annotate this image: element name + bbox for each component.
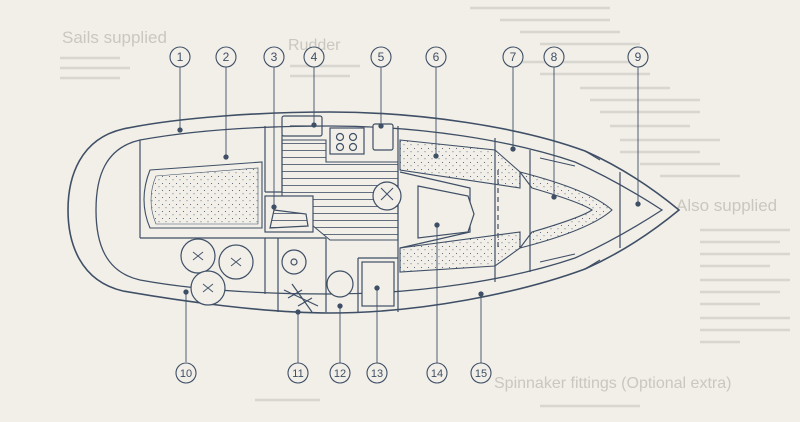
callout-13-label: 13 xyxy=(371,368,383,380)
forward-v-berth xyxy=(518,171,613,249)
callout-1-label: 1 xyxy=(177,50,184,64)
toilet xyxy=(326,270,354,298)
callout-9-label: 9 xyxy=(635,50,642,64)
saloon-table xyxy=(372,181,475,239)
callout-4: 4 xyxy=(303,46,325,68)
callout-8: 8 xyxy=(543,46,565,68)
callout-8-label: 8 xyxy=(551,50,558,64)
callout-11: 11 xyxy=(287,362,309,384)
leader-lines xyxy=(177,67,641,363)
callout-2: 2 xyxy=(215,46,237,68)
aft-berth-cushion xyxy=(150,167,259,225)
companionway-hatch xyxy=(281,115,323,137)
callouts: 1 2 3 4 5 6 7 8 xyxy=(169,46,649,384)
callout-3-label: 3 xyxy=(271,50,278,64)
berths xyxy=(143,139,613,273)
callout-10-label: 10 xyxy=(180,368,192,380)
callout-4-label: 4 xyxy=(311,50,318,64)
saloon-settee-upper xyxy=(399,139,521,189)
cooker xyxy=(329,127,365,155)
callout-12: 12 xyxy=(329,362,351,384)
callout-13: 13 xyxy=(366,362,388,384)
callout-7: 7 xyxy=(502,46,524,68)
callout-9: 9 xyxy=(627,46,649,68)
ghost-heading-rudder: Rudder xyxy=(288,37,341,54)
ghost-heading-sails: Sails supplied xyxy=(62,28,167,47)
chart-locker xyxy=(361,261,395,307)
callout-10: 10 xyxy=(175,362,197,384)
callout-14-label: 14 xyxy=(431,368,443,380)
callout-11-label: 11 xyxy=(292,368,303,380)
galley xyxy=(281,115,394,155)
callout-5: 5 xyxy=(370,46,392,68)
callout-5-label: 5 xyxy=(378,50,385,64)
callout-12-label: 12 xyxy=(334,368,346,380)
bow-detail xyxy=(539,150,601,270)
callout-2-label: 2 xyxy=(223,50,230,64)
aft-locker xyxy=(180,238,254,306)
ghost-heading-spinnaker: Spinnaker fittings (Optional extra) xyxy=(494,375,731,392)
callout-1: 1 xyxy=(169,46,191,68)
callout-15-label: 15 xyxy=(475,368,487,380)
washbasin xyxy=(281,249,307,275)
saloon-settee-lower xyxy=(399,231,521,273)
galley-sink xyxy=(372,123,394,151)
background-print: Sails supplied Rudder Also supplied Spin… xyxy=(60,6,790,408)
heads xyxy=(264,195,395,313)
ghost-heading-also: Also supplied xyxy=(676,196,777,215)
callout-7-label: 7 xyxy=(510,50,517,64)
deck-inner-line xyxy=(95,125,664,295)
fuel-valves xyxy=(283,283,319,313)
callout-15: 15 xyxy=(470,362,492,384)
callout-14: 14 xyxy=(426,362,448,384)
callout-6: 6 xyxy=(425,46,447,68)
callout-6-label: 6 xyxy=(433,50,440,64)
aft-quarter-berth xyxy=(143,161,263,229)
callout-3: 3 xyxy=(263,46,285,68)
